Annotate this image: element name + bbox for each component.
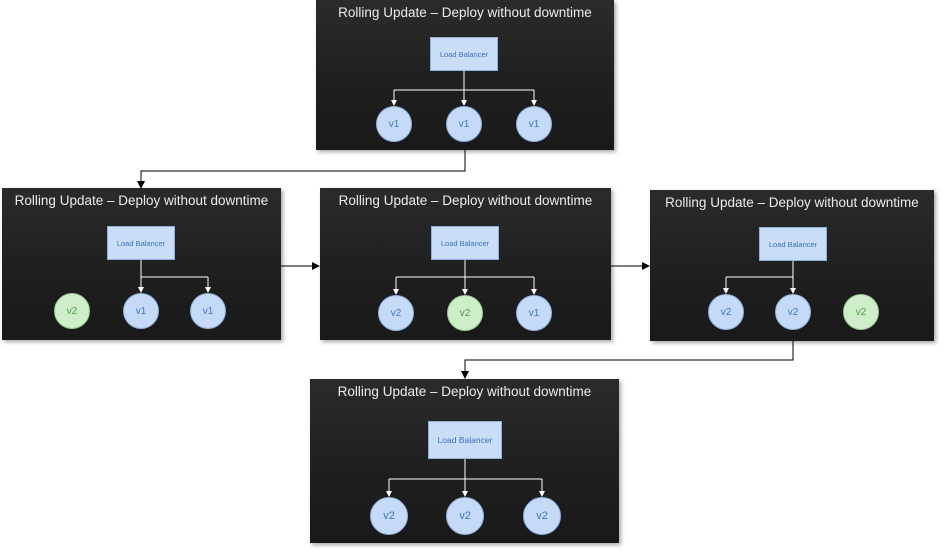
- pod-node: v1: [376, 106, 412, 142]
- panel-step-3: Rolling Update – Deploy without downtime…: [320, 188, 611, 340]
- pod-node: v2: [446, 497, 484, 535]
- load-balancer: Load Balancer: [759, 227, 827, 261]
- load-balancer: Load Balancer: [428, 421, 502, 459]
- pod-node: v2: [775, 294, 811, 330]
- load-balancer: Load Balancer: [107, 226, 175, 260]
- pod-node: v2: [523, 497, 561, 535]
- panel-title: Rolling Update – Deploy without downtime: [338, 5, 592, 20]
- panel-title: Rolling Update – Deploy without downtime: [665, 195, 919, 210]
- panel-step-5: Rolling Update – Deploy without downtime…: [310, 379, 619, 543]
- pod-node: v2: [370, 497, 408, 535]
- panel-step-1: Rolling Update – Deploy without downtime…: [316, 0, 614, 150]
- pod-node: v2: [843, 294, 879, 330]
- arrow-step1-to-step2: [137, 150, 466, 189]
- load-balancer: Load Balancer: [430, 37, 498, 71]
- pod-node: v2: [708, 294, 744, 330]
- panel-step-2: Rolling Update – Deploy without downtime…: [2, 188, 281, 340]
- panel-title: Rolling Update – Deploy without downtime: [14, 193, 269, 208]
- pod-node: v1: [123, 293, 159, 329]
- pod-node: v1: [516, 295, 552, 331]
- panel-step-4: Rolling Update – Deploy without downtime…: [650, 190, 934, 341]
- load-balancer: Load Balancer: [431, 226, 499, 260]
- pod-node: v1: [190, 293, 226, 329]
- pod-node: v1: [446, 106, 482, 142]
- pod-node: v2: [54, 293, 90, 329]
- panel-title: Rolling Update – Deploy without downtime: [338, 193, 593, 208]
- arrow-step4-to-step5: [461, 341, 794, 379]
- pod-node: v1: [516, 106, 552, 142]
- pod-node: v2: [378, 295, 414, 331]
- panel-title: Rolling Update – Deploy without downtime: [337, 384, 592, 399]
- pod-node: v2: [447, 295, 483, 331]
